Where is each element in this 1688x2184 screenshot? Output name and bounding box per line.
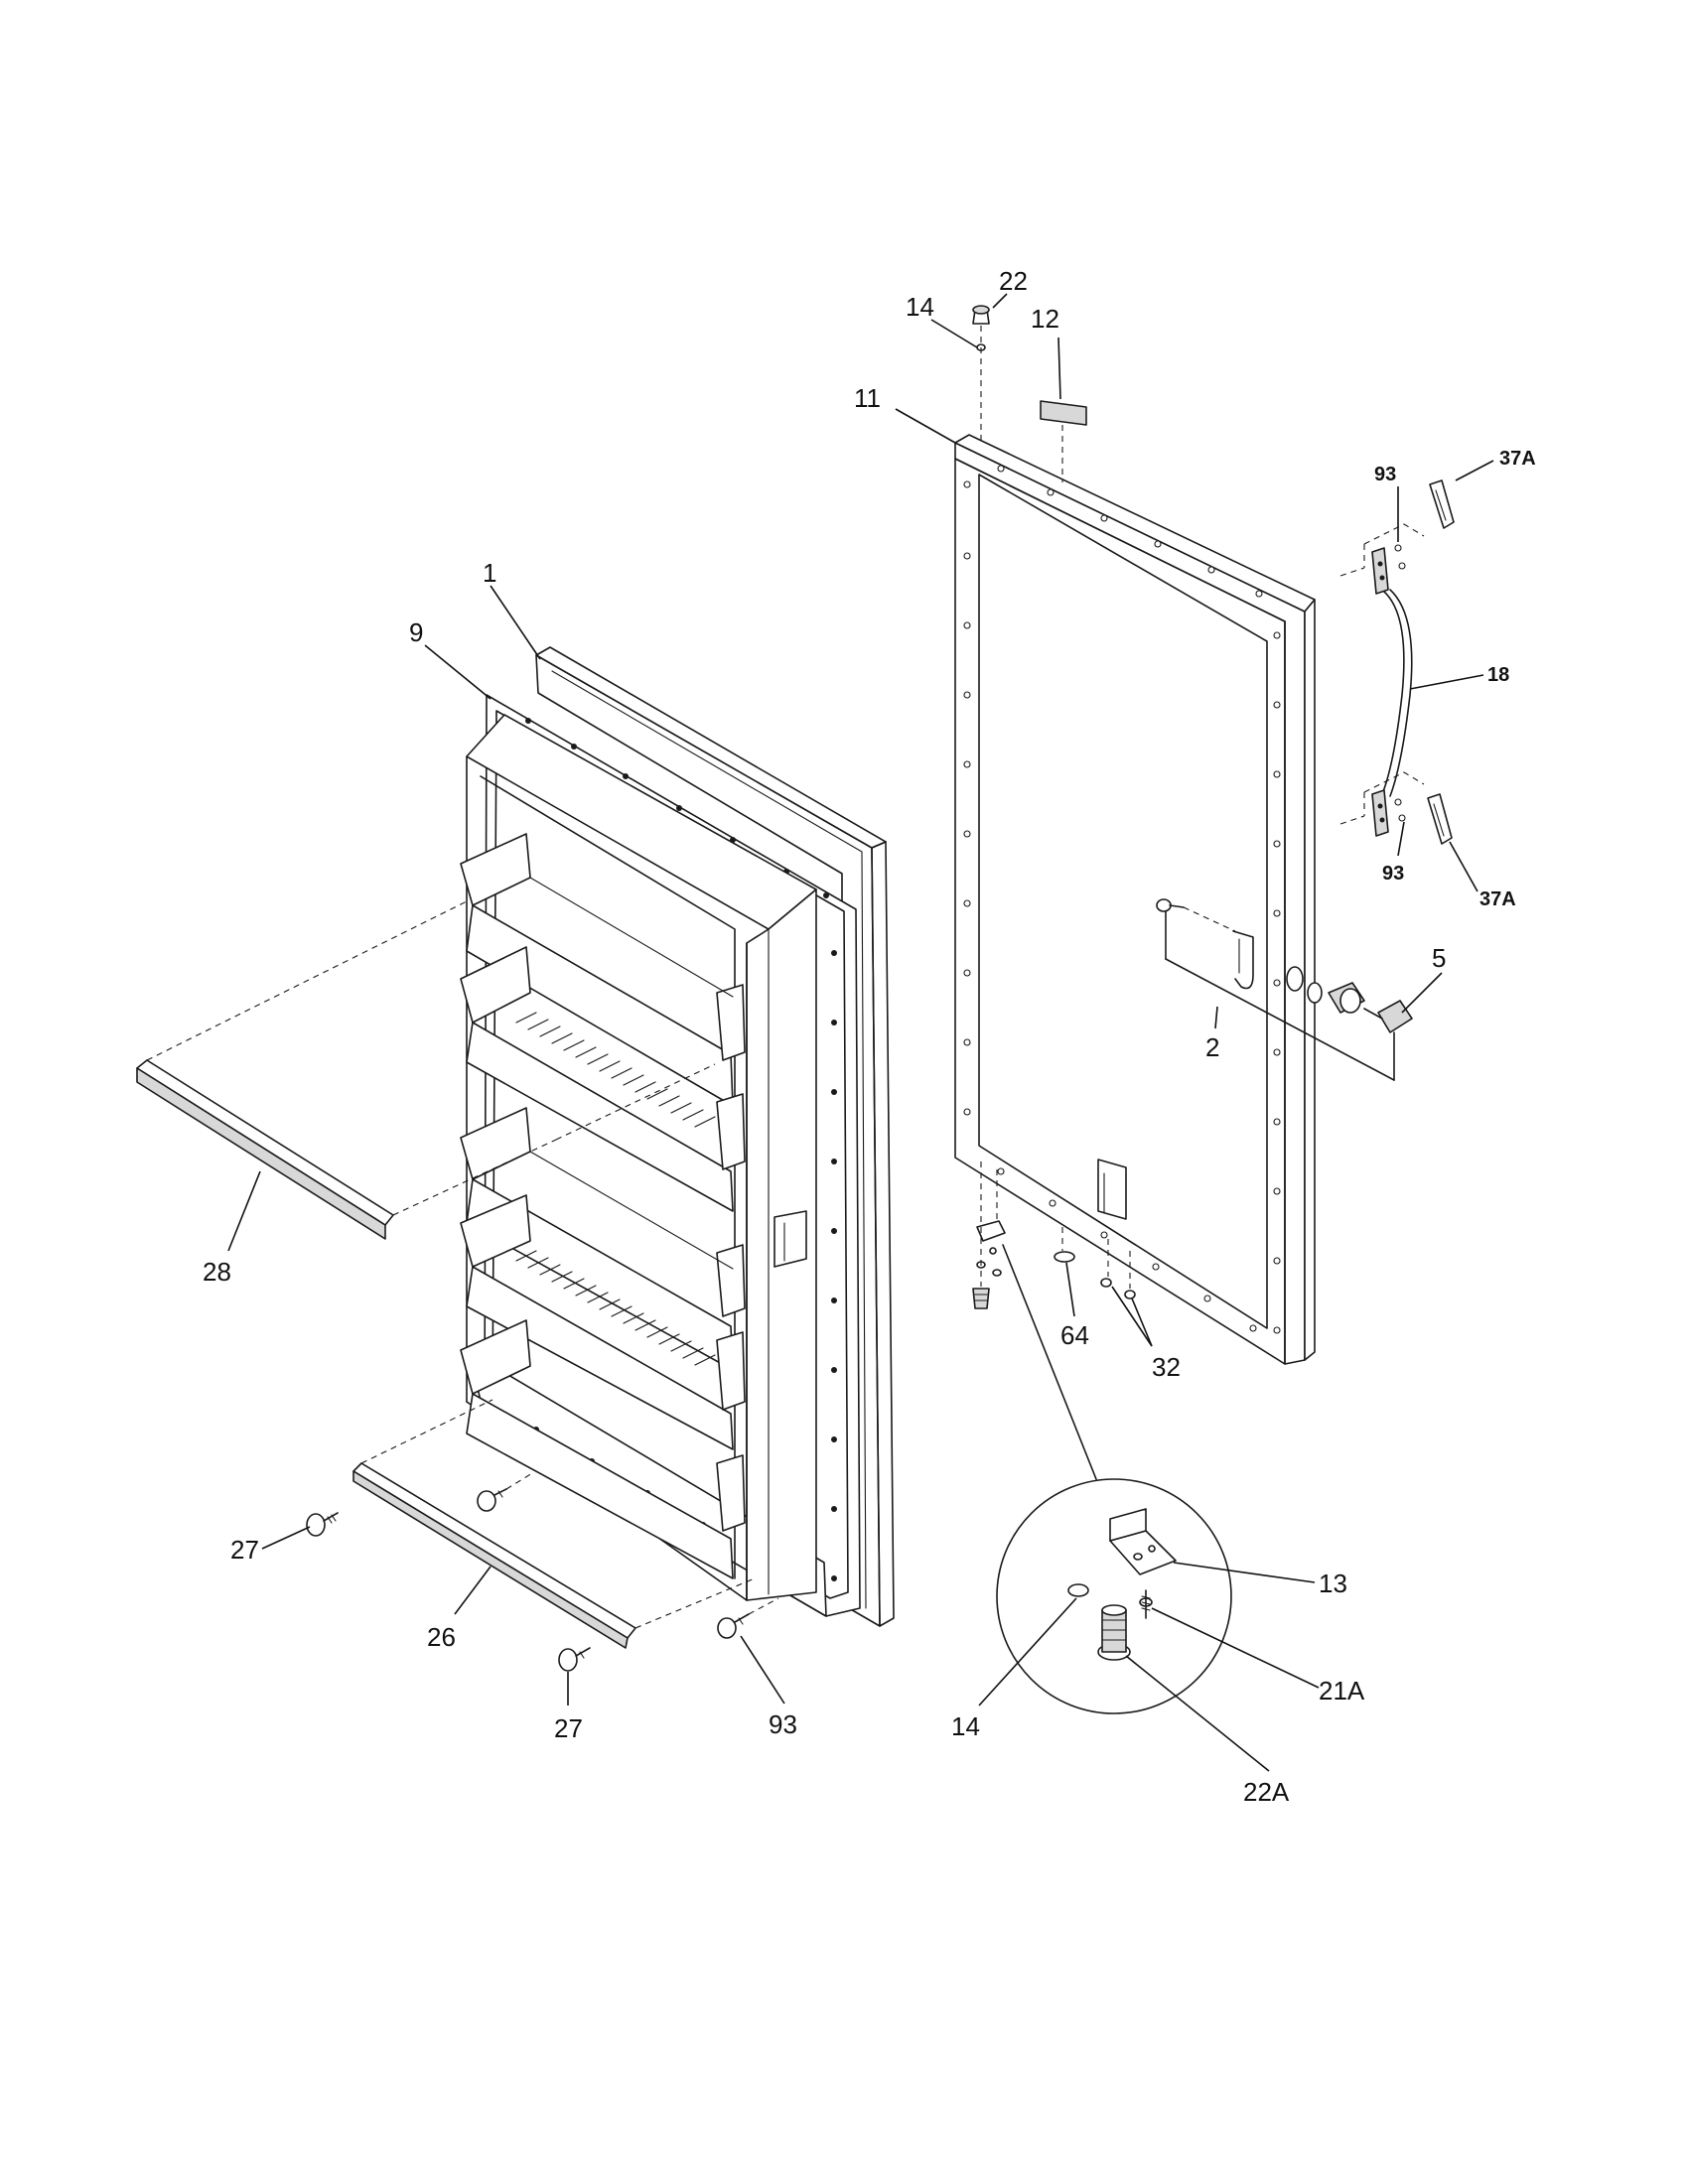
label-37a-lower: 37A [1479,888,1516,910]
screw-93-bottom [717,1597,779,1639]
outer-panel-screw-holes [963,465,1281,1334]
label-2: 2 [1205,1032,1219,1062]
label-28: 28 [203,1257,231,1287]
label-93-upper: 93 [1374,464,1396,485]
push-pin-27-top [306,1512,339,1537]
label-27-lower: 27 [554,1713,583,1743]
label-5: 5 [1432,943,1446,973]
label-27-upper: 27 [230,1535,259,1565]
door-shelf-5 [460,1319,746,1579]
label-1: 1 [483,558,496,588]
door-shelf-2 [460,946,746,1212]
label-13: 13 [1319,1569,1347,1598]
top-hinge-parts [972,305,1087,482]
label-14-top: 14 [906,292,934,322]
label-22a: 22A [1243,1777,1290,1807]
label-14-detail: 14 [951,1711,980,1741]
latch-hook [1156,898,1254,990]
push-pin-27-bottom [558,1647,591,1672]
label-37a-upper: 37A [1499,448,1536,470]
label-93-left: 93 [769,1709,797,1739]
detail-inset [996,1244,1232,1714]
outer-door-panel [954,434,1316,1365]
label-22: 22 [999,266,1028,296]
label-32: 32 [1152,1352,1181,1382]
screw-top-center [477,1472,533,1512]
label-26: 26 [427,1622,456,1652]
label-12: 12 [1031,304,1059,334]
label-64: 64 [1060,1320,1089,1350]
door-shelf-4 [460,1194,746,1450]
label-21a: 21A [1319,1676,1365,1706]
leader-lines [227,293,1494,1772]
door-shelf-body [460,714,817,1601]
bottom-hinge-parts [972,1161,1136,1309]
door-shelf-3 [460,1107,746,1371]
label-11: 11 [854,383,881,413]
shelf-2-ribs [515,1012,716,1128]
shelf-4-ribs [515,1250,716,1366]
callout-labels: 1 9 28 27 26 27 93 14 22 12 11 93 37A 18… [203,266,1536,1807]
shelf-retainer-bar-26 [352,1399,756,1649]
label-18: 18 [1487,664,1509,686]
label-93-lower: 93 [1382,863,1404,885]
door-handle [1339,479,1455,845]
lock-assembly [1165,910,1413,1081]
label-9: 9 [409,617,423,647]
shelf-retainer-bar-28 [136,900,716,1240]
